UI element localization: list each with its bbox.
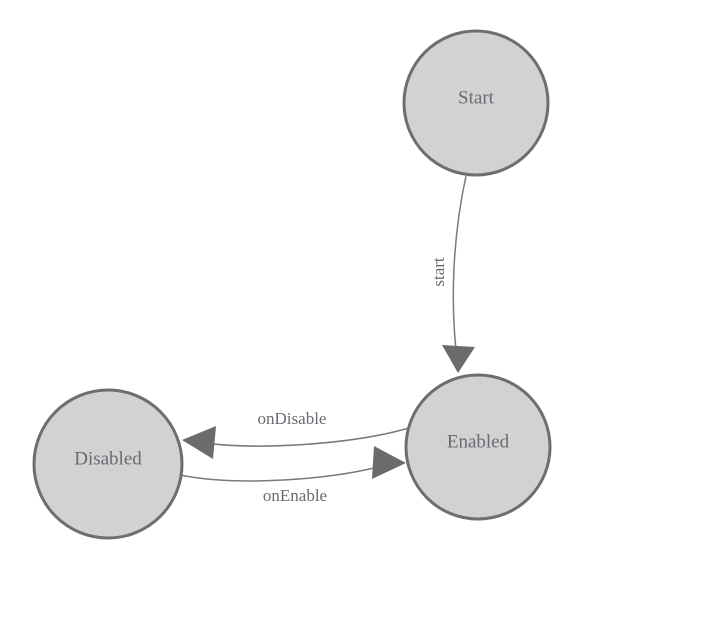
edge-path-enabled-to-disabled	[205, 427, 410, 447]
edge-start-to-enabled[interactable]	[442, 175, 475, 373]
node-start-label: Start	[458, 87, 495, 108]
edge-path-start-to-enabled	[452, 175, 467, 367]
node-enabled-circle	[404, 373, 552, 521]
edge-label-on-enable: onEnable	[263, 486, 327, 505]
node-start-circle	[402, 29, 550, 177]
arrowhead-enabled-to-disabled	[182, 426, 216, 459]
arrowhead-disabled-to-enabled	[372, 446, 406, 479]
edge-path-disabled-to-enabled	[179, 466, 379, 482]
node-disabled-label: Disabled	[74, 448, 142, 469]
edge-label-start: start	[429, 257, 448, 287]
node-enabled[interactable]: Enabled	[404, 373, 552, 521]
node-disabled[interactable]: Disabled	[32, 388, 184, 540]
node-disabled-circle	[32, 388, 184, 540]
arrowhead-start-to-enabled	[442, 345, 475, 373]
edge-enabled-to-disabled[interactable]	[182, 426, 410, 459]
node-start[interactable]: Start	[402, 29, 550, 177]
edge-disabled-to-enabled[interactable]	[179, 446, 406, 482]
node-enabled-label: Enabled	[447, 431, 510, 452]
edge-label-on-disable: onDisable	[258, 409, 327, 428]
